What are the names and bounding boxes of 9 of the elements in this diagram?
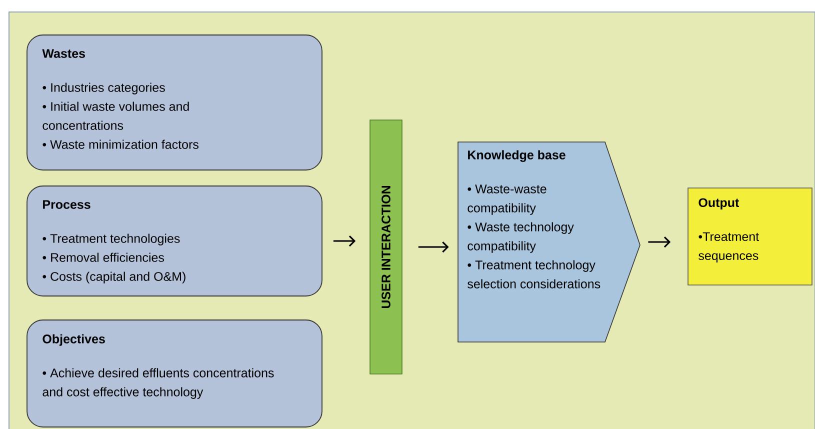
- input-box: Wastes • Industries categories • Initial waste volumes and concentrations • Waste minimization factors: [26, 34, 322, 170]
- arrow: [333, 235, 356, 247]
- output-box: Output •Treatment sequences: [688, 188, 812, 286]
- arrow: [418, 241, 449, 253]
- knowledge-base-pentagon: Knowledge base • Waste-waste compatibility • Waste technology compatibility • Treatment technology selection considerations: [458, 142, 640, 342]
- arrow: [648, 236, 671, 248]
- input-box: Objectives • Achieve desired effluents concentrations and cost effective technology: [26, 320, 322, 428]
- interaction-bar: USER INTERACTION: [370, 120, 402, 374]
- input-box: Process • Treatment technologies • Removal efficiencies • Costs (capital and O&M): [26, 186, 322, 296]
